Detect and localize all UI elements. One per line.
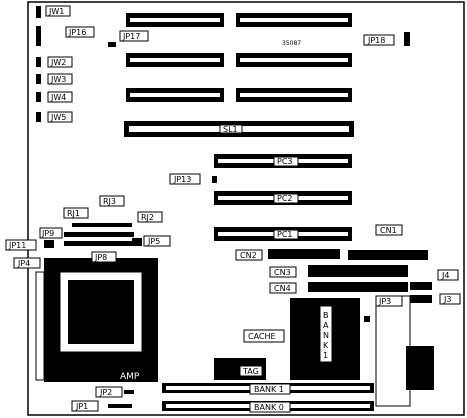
label-jp11: JP11 xyxy=(8,241,26,250)
label-jw3: JW3 xyxy=(50,75,66,84)
label-jw5: JW5 xyxy=(50,113,66,122)
label-pc1: PC1 xyxy=(277,230,293,239)
label-jp4: JP4 xyxy=(17,259,30,268)
labels: JW1 JP16 JW2 JW3 JW4 JW5 JP17 35087 JP18… xyxy=(5,5,461,413)
label-jp3: JP3 xyxy=(378,297,391,306)
label-jw2: JW2 xyxy=(50,58,66,67)
label-pc2: PC2 xyxy=(277,194,293,203)
jp17-jumper xyxy=(108,42,116,47)
jp13-jumper xyxy=(212,176,217,183)
jp1-header xyxy=(108,404,132,408)
label-bank-vertical-2: A xyxy=(323,321,329,330)
jp18-jumper xyxy=(404,32,410,46)
label-jp2: JP2 xyxy=(99,388,112,397)
label-cache: CACHE xyxy=(248,332,276,341)
label-cn3: CN3 xyxy=(274,268,291,277)
label-jp1: JP1 xyxy=(75,402,88,411)
label-jp8: JP8 xyxy=(94,253,107,262)
label-rj3: RJ3 xyxy=(103,197,116,206)
rj-headers xyxy=(44,223,142,248)
label-jp9: JP9 xyxy=(41,229,54,238)
label-bank-vertical-5: 1 xyxy=(323,351,328,360)
label-jp5: JP5 xyxy=(147,237,160,246)
jp2-header xyxy=(124,390,134,394)
label-jw4: JW4 xyxy=(50,93,66,102)
label-jw1: JW1 xyxy=(48,7,64,16)
label-rj2: RJ2 xyxy=(141,213,154,222)
label-bank-vertical-4: K xyxy=(323,341,329,350)
label-jp16: JP16 xyxy=(68,28,86,37)
label-bank0: BANK 0 xyxy=(254,403,284,412)
label-amp: AMP xyxy=(120,372,140,382)
label-jp17: JP17 xyxy=(122,32,140,41)
label-board-number: 35087 xyxy=(282,40,301,47)
label-cn1: CN1 xyxy=(380,226,397,235)
jw-jumpers xyxy=(36,6,41,122)
label-j3: J3 xyxy=(443,295,451,304)
label-bank1: BANK 1 xyxy=(254,385,284,394)
isa-slots xyxy=(126,13,352,102)
label-j4: J4 xyxy=(441,271,449,280)
label-cn4: CN4 xyxy=(274,284,291,293)
label-rj1: RJ1 xyxy=(67,209,80,218)
label-cn2: CN2 xyxy=(240,251,257,260)
label-bank-vertical-3: N xyxy=(323,331,329,340)
label-tag: TAG xyxy=(242,367,259,376)
label-pc3: PC3 xyxy=(277,157,293,166)
label-jp13: JP13 xyxy=(173,175,191,184)
cn-connectors xyxy=(268,249,432,303)
label-bank-vertical-1: B xyxy=(323,311,329,320)
label-sl1: SL1 xyxy=(223,125,238,134)
cpu-socket xyxy=(35,258,158,382)
label-jp18: JP18 xyxy=(367,36,385,45)
